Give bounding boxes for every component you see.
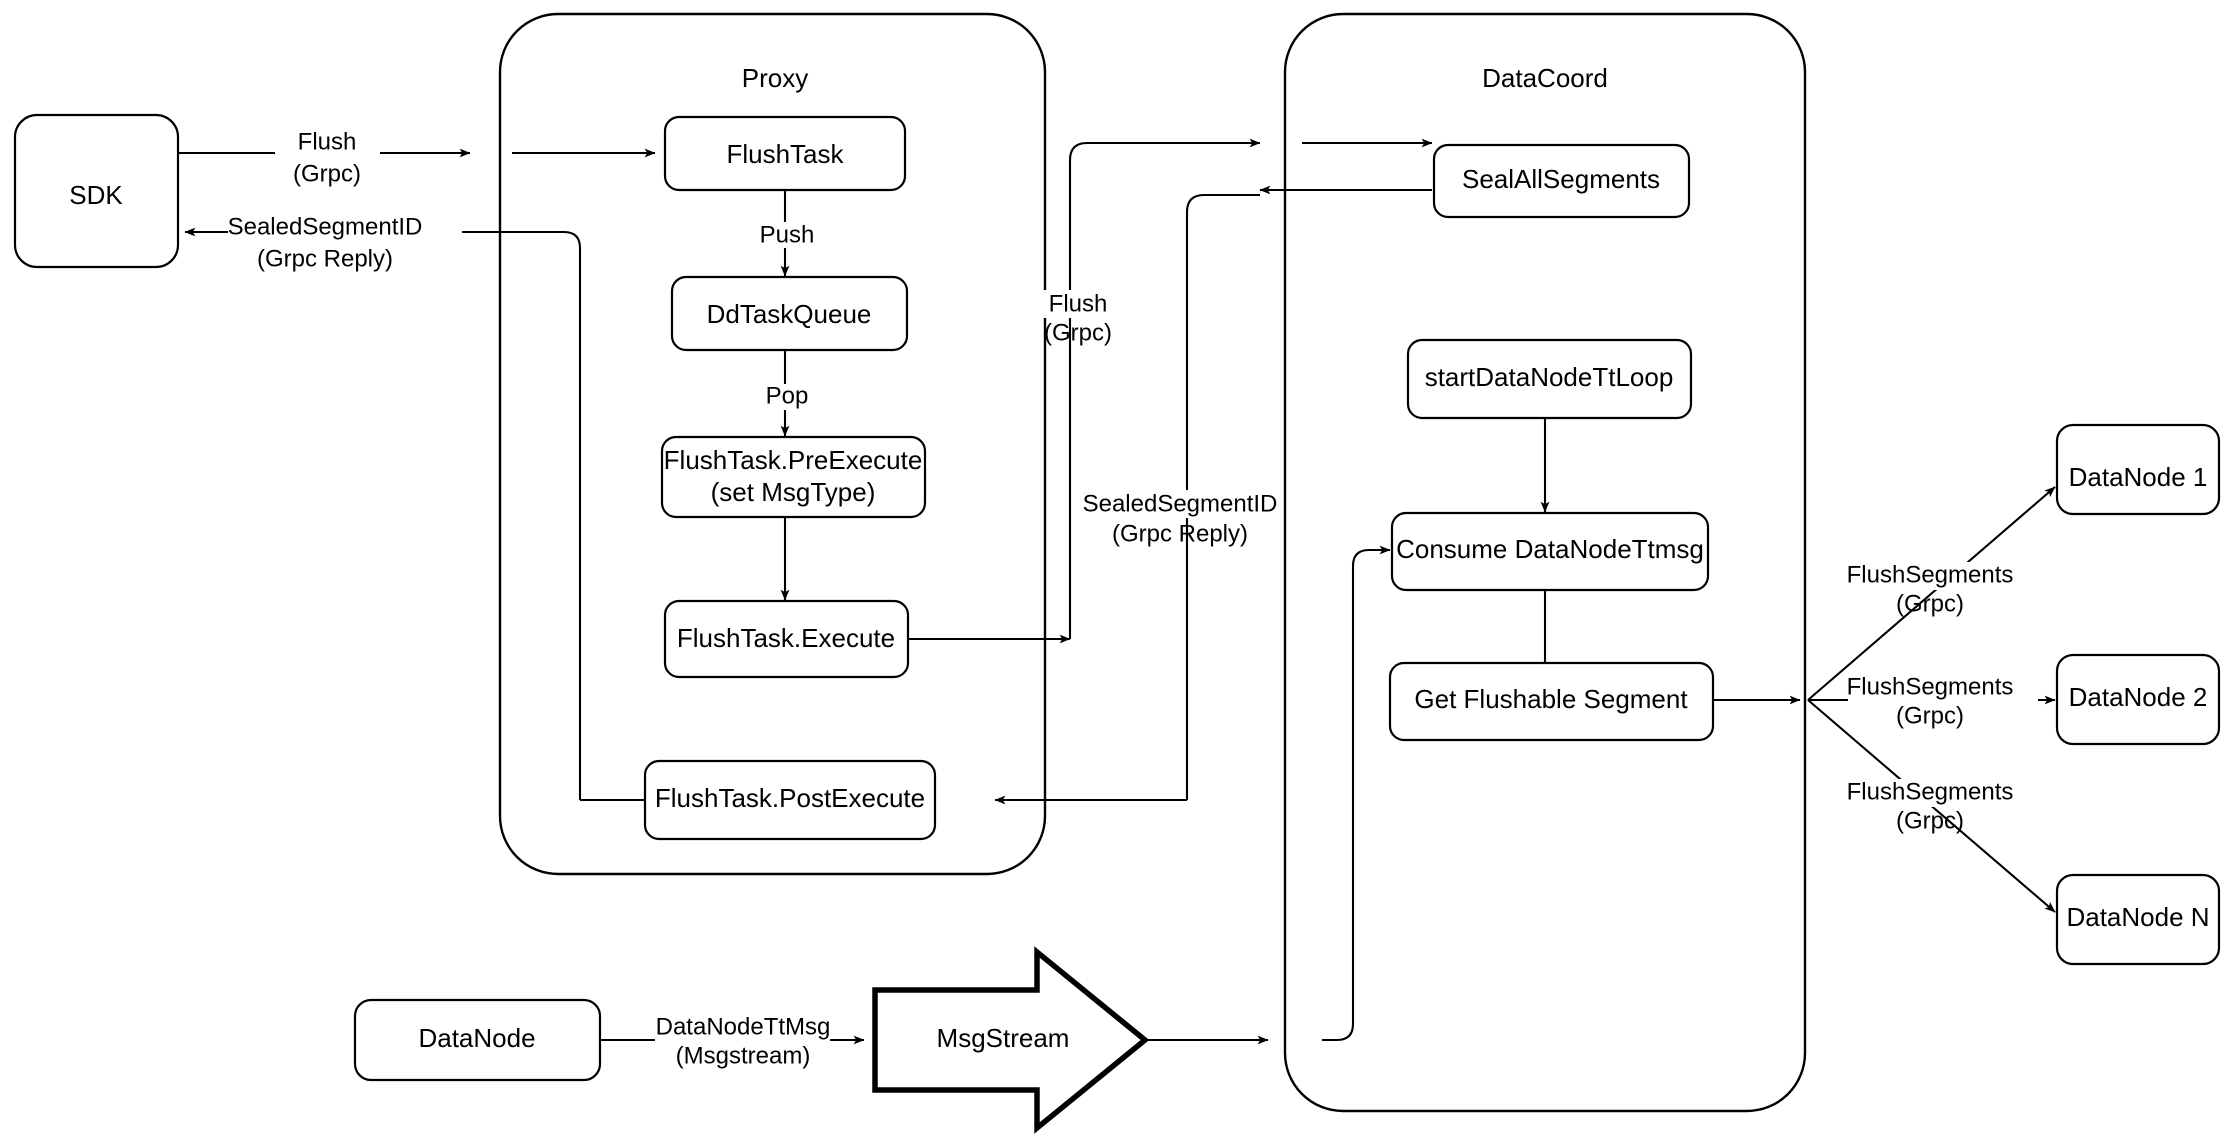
push-label: Push	[760, 221, 815, 248]
execute-label: FlushTask.Execute	[677, 623, 895, 653]
datanode-bottom-box[interactable]	[353, 998, 602, 1082]
msgstream-arrow-shape[interactable]	[872, 946, 1150, 1134]
node-consume-datanodettmsg[interactable]: Consume DataNodeTtmsg	[1390, 511, 1710, 592]
flushsegments-1-line1: FlushSegments	[1847, 561, 2014, 588]
node-msgstream[interactable]: MsgStream	[872, 946, 1150, 1134]
edge-label-pop: Pop	[757, 382, 817, 410]
flushsegments-1-line2: (Grpc)	[1896, 590, 1964, 617]
edge-label-datacoord-to-proxy: SealedSegmentID (Grpc Reply)	[1083, 490, 1278, 547]
edge-label-push: Push	[753, 221, 821, 248]
startdatanodettloop-box[interactable]	[1406, 338, 1693, 420]
datacoord-to-proxy-line2: (Grpc Reply)	[1112, 520, 1248, 547]
flushsegments-2-line1: FlushSegments	[1847, 673, 2014, 700]
node-get-flushable-segment[interactable]: Get Flushable Segment	[1388, 661, 1715, 742]
datanode-2-label: DataNode 2	[2069, 682, 2208, 712]
pop-label: Pop	[766, 382, 809, 409]
preexecute-label-line2: (set MsgType)	[711, 477, 876, 507]
flushtask-label: FlushTask	[726, 139, 844, 169]
node-sdk[interactable]: SDK	[13, 113, 180, 269]
edge-label-datanode-to-msgstream: DataNodeTtMsg (Msgstream)	[655, 1013, 830, 1069]
edge-postexecute-to-sdk-path	[500, 230, 582, 800]
edge-label-flushsegments-2: FlushSegments (Grpc)	[1847, 673, 2038, 729]
preexecute-label-line1: FlushTask.PreExecute	[664, 445, 923, 475]
node-flushtask-postexecute[interactable]: FlushTask.PostExecute	[643, 759, 937, 841]
ddtaskqueue-label: DdTaskQueue	[707, 299, 872, 329]
postexecute-label: FlushTask.PostExecute	[655, 783, 925, 813]
preexecute-box[interactable]	[660, 435, 927, 519]
sdk-box[interactable]	[13, 113, 180, 269]
proxy-to-sdk-line2: (Grpc Reply)	[257, 245, 393, 272]
msgstream-label: MsgStream	[937, 1023, 1070, 1053]
datanode-bottom-label: DataNode	[418, 1023, 535, 1053]
node-startdatanodettloop[interactable]: startDataNodeTtLoop	[1406, 338, 1693, 420]
datacoord-title: DataCoord	[1482, 63, 1608, 93]
node-flushtask-execute[interactable]: FlushTask.Execute	[663, 599, 910, 679]
get-flushable-segment-box[interactable]	[1388, 661, 1715, 742]
datanode-1-box[interactable]	[2055, 423, 2221, 516]
flushtask-box[interactable]	[663, 115, 907, 192]
edge-label-proxy-to-sdk: SealedSegmentID (Grpc Reply)	[228, 213, 462, 272]
proxy-to-datacoord-line1: Flush	[1049, 290, 1108, 317]
node-flushtask-preexecute[interactable]: FlushTask.PreExecute (set MsgType)	[660, 435, 927, 519]
node-flushtask[interactable]: FlushTask	[663, 115, 907, 192]
edge-msgstream-up-to-consume	[1322, 545, 1391, 1042]
datanode-to-msgstream-line1: DataNodeTtMsg	[656, 1013, 831, 1040]
edge-junction-to-datanode-1	[1807, 486, 2056, 701]
sdk-to-proxy-line1: Flush	[298, 128, 357, 155]
sdk-label: SDK	[69, 180, 123, 210]
proxy-title: Proxy	[742, 63, 808, 93]
node-datanode-n[interactable]: DataNode N	[2055, 873, 2221, 966]
ddtaskqueue-box[interactable]	[670, 275, 909, 352]
node-datanode-bottom[interactable]: DataNode	[353, 998, 602, 1082]
edge-label-sdk-to-proxy: Flush (Grpc)	[275, 126, 380, 187]
flushsegments-2-line2: (Grpc)	[1896, 702, 1964, 729]
consume-datanodettmsg-label: Consume DataNodeTtmsg	[1396, 534, 1704, 564]
edge-label-flushsegments-1: FlushSegments (Grpc)	[1847, 561, 2038, 617]
datanode-n-label: DataNode N	[2066, 902, 2209, 932]
node-datanode-2[interactable]: DataNode 2	[2055, 653, 2221, 746]
get-flushable-segment-label: Get Flushable Segment	[1414, 684, 1688, 714]
sealallsegments-box[interactable]	[1432, 143, 1691, 219]
edge-flush-grpc-up	[1068, 138, 1261, 639]
proxy-to-sdk-line1: SealedSegmentID	[228, 213, 423, 240]
sealallsegments-label: SealAllSegments	[1462, 164, 1660, 194]
datanode-to-msgstream-line2: (Msgstream)	[676, 1042, 811, 1069]
flushsegments-n-line2: (Grpc)	[1896, 807, 1964, 834]
startdatanodettloop-label: startDataNodeTtLoop	[1425, 362, 1674, 392]
proxy-to-datacoord-line2: (Grpc)	[1044, 319, 1112, 346]
datanode-1-label: DataNode 1	[2069, 462, 2208, 492]
datanode-n-box[interactable]	[2055, 873, 2221, 966]
node-sealallsegments[interactable]: SealAllSegments	[1432, 143, 1691, 219]
edge-reply-down-path	[1185, 193, 1260, 800]
consume-datanodettmsg-box[interactable]	[1390, 511, 1710, 592]
edge-label-flushsegments-n: FlushSegments (Grpc)	[1847, 778, 2038, 834]
edge-label-proxy-to-datacoord: Flush (Grpc)	[1023, 290, 1123, 346]
execute-box[interactable]	[663, 599, 910, 679]
node-ddtaskqueue[interactable]: DdTaskQueue	[670, 275, 909, 352]
postexecute-box[interactable]	[643, 759, 937, 841]
datanode-2-box[interactable]	[2055, 653, 2221, 746]
node-datanode-1[interactable]: DataNode 1	[2055, 423, 2221, 516]
sdk-to-proxy-line2: (Grpc)	[293, 160, 361, 187]
datacoord-to-proxy-line1: SealedSegmentID	[1083, 490, 1278, 517]
flushsegments-n-line1: FlushSegments	[1847, 778, 2014, 805]
